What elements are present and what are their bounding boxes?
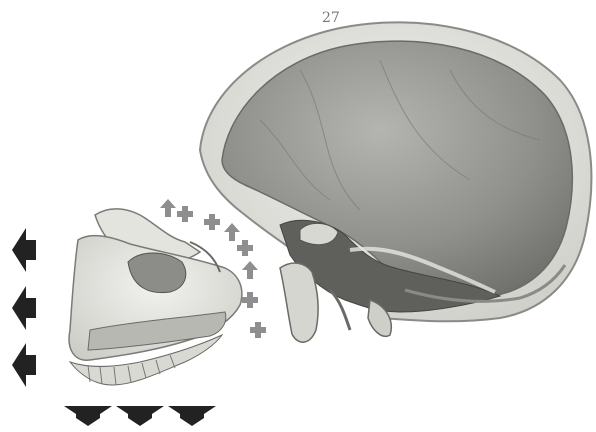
pterygoid-process — [280, 263, 318, 342]
left-direction-arrows — [12, 228, 36, 387]
cut-arrow-icon — [224, 223, 240, 241]
cross-marker-icon — [250, 322, 266, 338]
arrow-left-icon — [12, 286, 36, 330]
cut-arrow-icon — [160, 199, 176, 217]
cross-marker-icon — [242, 292, 258, 308]
cranial-cavity — [222, 41, 572, 298]
cross-marker-icon — [237, 240, 253, 256]
facial-skeleton — [69, 209, 242, 385]
arrow-left-icon — [12, 228, 36, 272]
cranium: 27 — [200, 10, 591, 321]
arrow-down-icon — [168, 406, 216, 426]
cross-marker-icon — [204, 214, 220, 230]
cut-arrow-icon — [242, 261, 258, 279]
arrow-left-icon — [12, 343, 36, 387]
figure-number-label: 27 — [322, 10, 340, 26]
arrow-down-icon — [64, 406, 112, 426]
cross-marker-icon — [177, 206, 193, 222]
arrow-down-icon — [116, 406, 164, 426]
downward-direction-arrows — [64, 406, 216, 426]
